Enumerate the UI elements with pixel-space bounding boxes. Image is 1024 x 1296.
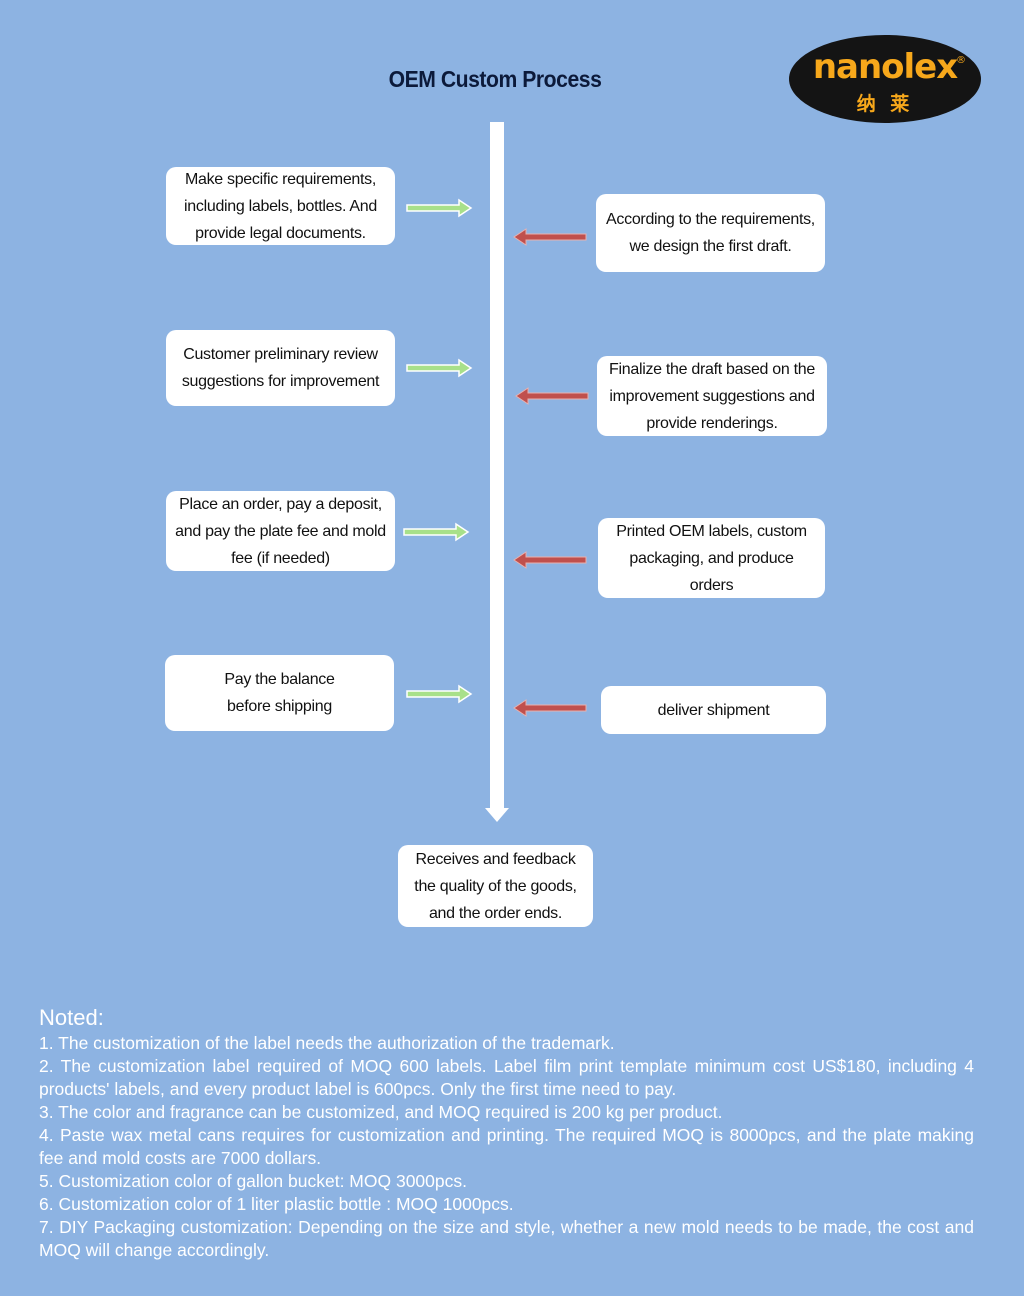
note-item-5: 5. Customization color of gallon bucket:… <box>39 1171 467 1191</box>
final-step-text: Receives and feedback the quality of the… <box>414 850 577 922</box>
step-left-1: Make specific requirements, including la… <box>166 167 395 245</box>
timeline-spine <box>490 122 504 812</box>
step-left-4: Pay the balance before shipping <box>165 655 394 731</box>
step-right-3: Printed OEM labels, custom packaging, an… <box>598 518 825 598</box>
step-right-1-text: According to the requirements, we design… <box>606 211 815 255</box>
note-item-3: 3. The color and fragrance can be custom… <box>39 1102 723 1122</box>
step-right-2: Finalize the draft based on the improvem… <box>597 356 827 436</box>
step-left-4-text: Pay the balance before shipping <box>224 671 335 715</box>
step-left-3-text: Place an order, pay a deposit, and pay t… <box>175 495 386 567</box>
timeline-arrowhead <box>485 808 509 822</box>
step-right-4: deliver shipment <box>601 686 826 734</box>
page-title: OEM Custom Process <box>388 66 602 92</box>
arrow-right-icon <box>406 684 473 704</box>
arrow-right-icon <box>406 198 473 218</box>
notes-heading: Noted: <box>39 1005 104 1030</box>
step-left-2-text: Customer preliminary review suggestions … <box>181 346 380 390</box>
arrow-left-icon <box>515 387 589 405</box>
step-right-4-text: deliver shipment <box>657 701 770 719</box>
brand-logo: nanolex ® 纳 莱 <box>789 35 981 123</box>
notes-section: Noted: 1. The customization of the label… <box>39 1004 974 1262</box>
step-right-2-text: Finalize the draft based on the improvem… <box>609 360 815 432</box>
logo-chinese-name: 纳 莱 <box>856 93 914 115</box>
step-left-1-text: Make specific requirements, including la… <box>184 170 377 242</box>
step-left-2: Customer preliminary review suggestions … <box>166 330 395 406</box>
arrow-left-icon <box>513 551 587 569</box>
note-item-4: 4. Paste wax metal cans requires for cus… <box>39 1125 974 1168</box>
step-right-1: According to the requirements, we design… <box>596 194 825 272</box>
note-item-2: 2. The customization label required of M… <box>39 1056 974 1099</box>
arrow-left-icon <box>513 228 587 246</box>
step-right-3-text: Printed OEM labels, custom packaging, an… <box>616 522 807 594</box>
arrow-right-icon <box>403 522 470 542</box>
final-step: Receives and feedback the quality of the… <box>398 845 593 927</box>
registered-mark: ® <box>956 55 966 66</box>
note-item-6: 6. Customization color of 1 liter plasti… <box>39 1194 514 1214</box>
arrow-left-icon <box>513 699 587 717</box>
logo-wordmark: nanolex <box>812 47 958 87</box>
step-left-3: Place an order, pay a deposit, and pay t… <box>166 491 395 571</box>
arrow-right-icon <box>406 358 473 378</box>
note-item-7: 7. DIY Packaging customization: Dependin… <box>39 1217 974 1260</box>
note-item-1: 1. The customization of the label needs … <box>39 1033 615 1053</box>
